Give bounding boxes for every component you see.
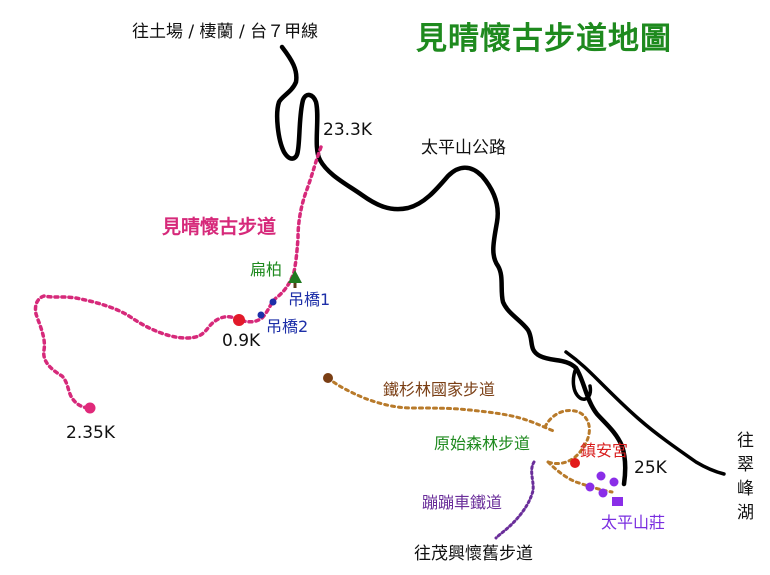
temple-marker xyxy=(570,458,580,468)
label-to-tuchang: 往土場 / 棲蘭 / 台７甲線 xyxy=(132,22,318,42)
label-trail-name: 見晴懷古步道 xyxy=(162,215,276,238)
map-title: 見晴懷古步道地圖 xyxy=(416,21,672,57)
primeval-trail-loop xyxy=(543,409,591,466)
lodge-dot xyxy=(598,488,608,498)
label-lodge: 太平山莊 xyxy=(601,513,665,532)
label-highway: 太平山公路 xyxy=(421,138,506,158)
label-2-35k: 2.35K xyxy=(66,423,116,443)
label-tieshan-trail: 鐵杉林國家步道 xyxy=(383,380,495,399)
lodge-dot xyxy=(609,477,619,487)
label-to-cuifeng-2: 翠 xyxy=(737,455,754,475)
lodge-dot xyxy=(596,471,606,481)
label-0-9k: 0.9K xyxy=(222,331,261,351)
label-bengbeng-rail: 蹦蹦車鐵道 xyxy=(422,493,502,512)
road-loop xyxy=(571,366,593,401)
label-23-3k: 23.3K xyxy=(323,120,373,140)
marker-2-35k xyxy=(84,402,96,414)
bridge2-marker xyxy=(257,311,265,319)
label-bridge2: 吊橋2 xyxy=(266,317,308,336)
tieshan-trail-path xyxy=(326,376,558,434)
bengbeng-rail-path xyxy=(494,460,536,540)
label-bridge1: 吊橋1 xyxy=(288,290,330,309)
tieshan-trail-start xyxy=(323,373,333,383)
lodge-square xyxy=(612,497,623,506)
highway-road xyxy=(274,44,628,487)
road-to-cuifeng xyxy=(564,350,726,476)
label-to-cuifeng-4: 湖 xyxy=(737,503,754,523)
primeval-trail-branch xyxy=(546,460,614,494)
label-temple: 鎮安宮 xyxy=(580,441,628,460)
marker-0-9k xyxy=(233,314,245,326)
label-to-cuifeng-1: 往 xyxy=(737,431,754,451)
lodge-dot xyxy=(585,482,595,492)
jianqing-trail-path xyxy=(33,145,323,410)
label-bianbai: 扁柏 xyxy=(250,260,282,279)
label-primeval-trail: 原始森林步道 xyxy=(434,434,530,453)
cypress-tree-icon xyxy=(288,270,302,288)
label-to-maoxing: 往茂興懷舊步道 xyxy=(414,544,533,564)
label-25k: 25K xyxy=(634,458,668,478)
bridge1-marker xyxy=(269,298,277,306)
label-to-cuifeng-3: 峰 xyxy=(737,479,754,499)
